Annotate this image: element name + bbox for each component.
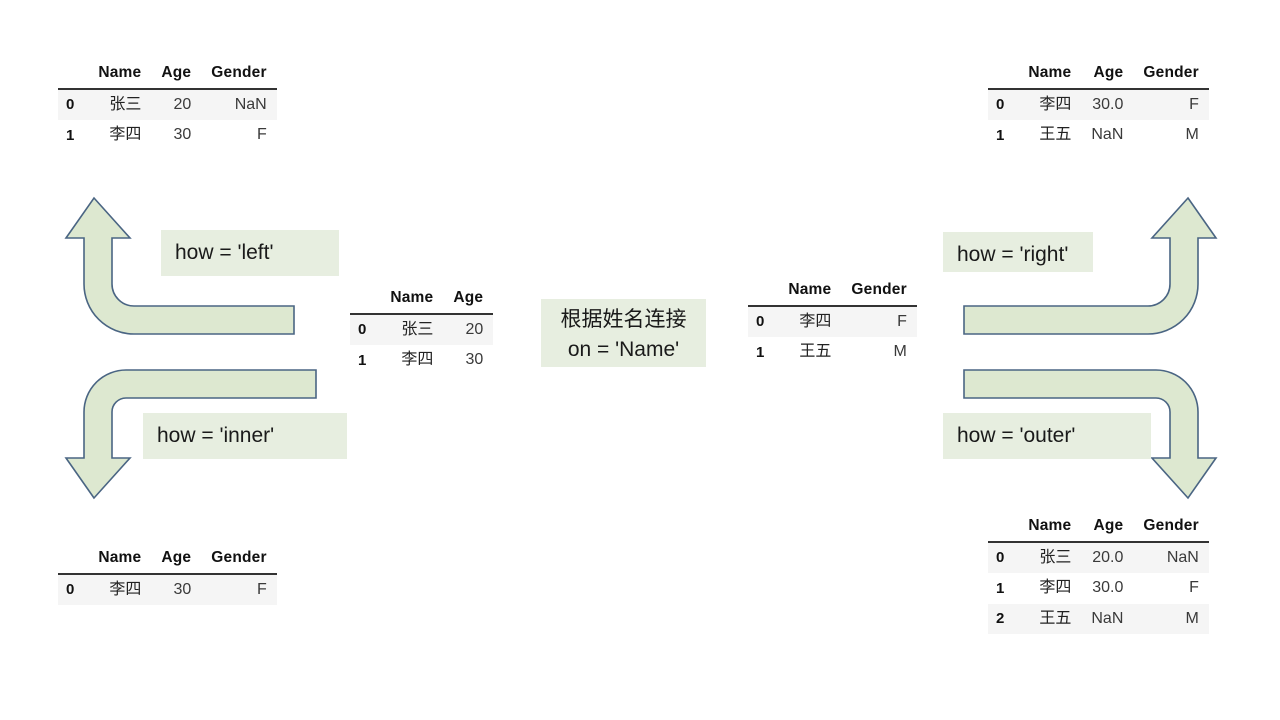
column-header-index: [748, 275, 779, 307]
cell-gender: NaN: [1133, 541, 1209, 574]
column-header-age: Age: [443, 283, 494, 315]
column-header-gender: Gender: [1133, 511, 1209, 543]
cell-age: 30: [443, 345, 494, 376]
cell-name: 李四: [778, 305, 842, 338]
cell-age: NaN: [1081, 603, 1134, 634]
cell-gender: M: [1133, 120, 1209, 151]
column-header-name: Name: [778, 275, 842, 307]
row-index: 0: [58, 88, 89, 121]
cell-gender: F: [201, 573, 277, 606]
cell-name: 王五: [1018, 603, 1082, 634]
cell-age: 30.0: [1081, 88, 1134, 121]
cell-name: 李四: [380, 345, 444, 376]
column-header-gender: Gender: [201, 543, 277, 575]
cell-name: 李四: [1018, 88, 1082, 121]
cell-name: 王五: [778, 337, 842, 368]
cell-age: 20.0: [1081, 541, 1134, 574]
cell-name: 李四: [88, 573, 152, 606]
row-index: 0: [58, 573, 89, 606]
label-join-on-line1: 根据姓名连接: [560, 308, 687, 331]
row-index: 0: [988, 88, 1019, 121]
column-header-age: Age: [151, 58, 202, 90]
cell-gender: M: [1133, 603, 1209, 634]
cell-name: 李四: [1018, 573, 1082, 604]
cell-age: 20: [443, 313, 494, 346]
label-how-inner: how = 'inner': [143, 413, 347, 459]
column-header-gender: Gender: [201, 58, 277, 90]
column-header-name: Name: [88, 58, 152, 90]
column-header-index: [988, 511, 1019, 543]
cell-name: 李四: [88, 120, 152, 151]
column-header-gender: Gender: [841, 275, 917, 307]
cell-gender: F: [201, 120, 277, 151]
column-header-age: Age: [1081, 511, 1134, 543]
column-header-name: Name: [380, 283, 444, 315]
row-index: 0: [988, 541, 1019, 574]
cell-age: 30: [151, 120, 202, 151]
cell-gender: F: [841, 305, 917, 338]
label-how-left: how = 'left': [161, 230, 339, 276]
cell-age: 30: [151, 573, 202, 606]
cell-name: 王五: [1018, 120, 1082, 151]
cell-gender: F: [1133, 88, 1209, 121]
column-header-age: Age: [1081, 58, 1134, 90]
column-header-index: [988, 58, 1019, 90]
column-header-gender: Gender: [1133, 58, 1209, 90]
label-join-on-line2: on = 'Name': [567, 338, 680, 362]
cell-age: 20: [151, 88, 202, 121]
cell-gender: M: [841, 337, 917, 368]
row-index: 1: [350, 345, 381, 376]
cell-age: NaN: [1081, 120, 1134, 151]
cell-name: 张三: [380, 313, 444, 346]
column-header-index: [58, 543, 89, 575]
row-index: 2: [988, 603, 1019, 634]
row-index: 0: [350, 313, 381, 346]
cell-name: 张三: [1018, 541, 1082, 574]
cell-gender: F: [1133, 573, 1209, 604]
column-header-name: Name: [88, 543, 152, 575]
column-header-name: Name: [1018, 511, 1082, 543]
row-index: 1: [988, 120, 1019, 151]
column-header-age: Age: [151, 543, 202, 575]
column-header-name: Name: [1018, 58, 1082, 90]
label-how-right: how = 'right': [943, 232, 1093, 272]
label-how-outer: how = 'outer': [943, 413, 1151, 459]
cell-age: 30.0: [1081, 573, 1134, 604]
row-index: 1: [988, 573, 1019, 604]
cell-gender: NaN: [201, 88, 277, 121]
row-index: 1: [748, 337, 779, 368]
cell-name: 张三: [88, 88, 152, 121]
row-index: 1: [58, 120, 89, 151]
label-join-on: 根据姓名连接 on = 'Name': [541, 299, 706, 367]
column-header-index: [350, 283, 381, 315]
column-header-index: [58, 58, 89, 90]
row-index: 0: [748, 305, 779, 338]
